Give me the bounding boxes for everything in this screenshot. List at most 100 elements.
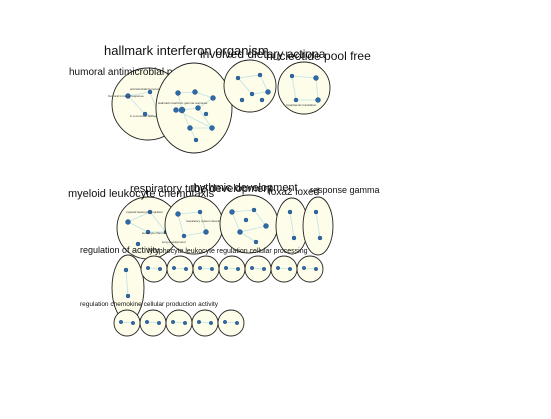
node-label: leukocyte chemotaxis — [142, 231, 171, 235]
network-node[interactable] — [234, 321, 239, 326]
network-node[interactable] — [229, 209, 235, 215]
network-node[interactable] — [249, 266, 254, 271]
network-node[interactable] — [125, 93, 131, 99]
row-label: lymphocyte leukocyte regulation cellular… — [148, 248, 308, 255]
network-node[interactable] — [263, 223, 269, 229]
network-node[interactable] — [259, 97, 265, 103]
network-node[interactable] — [197, 266, 202, 271]
network-node[interactable] — [182, 321, 187, 326]
cluster-label: hallmark interferon organism — [104, 43, 269, 58]
network-node[interactable] — [173, 107, 179, 113]
network-node[interactable] — [287, 209, 293, 215]
network-node[interactable] — [276, 266, 281, 271]
network-node[interactable] — [197, 209, 203, 215]
network-node[interactable] — [208, 321, 213, 326]
cluster-circle — [219, 194, 279, 254]
cluster-label: respiratory tube development — [130, 183, 272, 195]
cluster-foxa2: foxa2 loxed — [268, 187, 319, 255]
network-node[interactable] — [125, 293, 131, 299]
network-node[interactable] — [289, 73, 295, 79]
network-node[interactable] — [118, 320, 123, 325]
network-node[interactable] — [243, 217, 249, 223]
network-node[interactable] — [235, 75, 241, 81]
network-node[interactable] — [156, 321, 161, 326]
cluster-circle — [244, 255, 272, 283]
network-node[interactable] — [175, 90, 181, 96]
network-node[interactable] — [157, 267, 162, 272]
node-label: humoral immune response — [108, 94, 144, 98]
cluster-circle — [217, 309, 245, 337]
network-node[interactable] — [145, 229, 151, 235]
cluster-nucleotide: nucleotide pool free cytoplasmic transla… — [266, 49, 371, 115]
cluster-label: humoral antimicrobial peptides — [69, 67, 205, 78]
row-label: regulation chemokine cellular production… — [80, 301, 219, 308]
small-cluster-row-1 — [140, 255, 324, 283]
network-node[interactable] — [144, 320, 149, 325]
network-node[interactable] — [288, 267, 293, 272]
network-node[interactable] — [123, 267, 129, 273]
cluster-label: myeloid leukocyte chemotaxis — [68, 188, 215, 200]
network-node[interactable] — [314, 267, 319, 272]
network-node[interactable] — [187, 125, 193, 131]
node-label: cytoplasmic translation — [286, 103, 317, 107]
network-node[interactable] — [193, 137, 199, 143]
cluster-hallmark: hallmark interferon organism Hallmark in… — [104, 43, 269, 154]
network-node[interactable] — [262, 267, 267, 272]
network-node[interactable] — [222, 320, 227, 325]
network-node[interactable] — [317, 235, 323, 241]
network-node[interactable] — [203, 111, 209, 117]
network-node[interactable] — [210, 95, 216, 101]
network-node[interactable] — [315, 97, 321, 103]
cluster-circle — [166, 255, 194, 283]
network-node[interactable] — [209, 267, 214, 272]
network-node[interactable] — [178, 106, 186, 114]
network-node[interactable] — [203, 229, 209, 235]
cluster-label: response gamma — [310, 185, 380, 195]
network-node[interactable] — [239, 97, 245, 103]
network-node[interactable] — [293, 97, 299, 103]
network-node[interactable] — [181, 233, 187, 239]
network-node[interactable] — [313, 209, 319, 215]
small-cluster-row-2 — [113, 309, 245, 337]
node-label: myeloid leukocyte migration — [126, 210, 163, 214]
network-node[interactable] — [192, 89, 198, 95]
network-node[interactable] — [251, 207, 257, 213]
cluster-myeloid: myeloid leukocyte chemotaxis myeloid leu… — [68, 188, 215, 260]
network-node[interactable] — [265, 89, 271, 95]
network-node[interactable] — [209, 125, 215, 131]
network-node[interactable] — [175, 211, 181, 217]
network-node[interactable] — [171, 266, 176, 271]
node-label: respiratory system development — [186, 219, 229, 223]
network-node[interactable] — [147, 89, 153, 95]
network-node[interactable] — [302, 266, 307, 271]
cluster-involved: involved dietary actiona — [200, 47, 326, 113]
network-node[interactable] — [253, 239, 259, 245]
network-node[interactable] — [125, 219, 131, 225]
node-label: Hallmark interferon gamma response — [158, 101, 208, 105]
network-node[interactable] — [249, 91, 255, 97]
cluster-circle — [140, 255, 168, 283]
network-node[interactable] — [142, 111, 148, 117]
cluster-circle — [223, 59, 277, 113]
network-node[interactable] — [313, 75, 319, 81]
cluster-label: regulation of activity — [80, 245, 160, 255]
network-node[interactable] — [291, 235, 297, 241]
network-node[interactable] — [145, 266, 150, 271]
network-node[interactable] — [257, 72, 263, 78]
network-node[interactable] — [195, 105, 201, 111]
cluster-response: response gamma — [302, 185, 380, 256]
network-node[interactable] — [170, 320, 175, 325]
network-node[interactable] — [235, 267, 240, 272]
network-node[interactable] — [147, 209, 153, 215]
network-node[interactable] — [135, 241, 141, 247]
cluster-rhythmic: rhythmic development — [190, 182, 298, 254]
network-node[interactable] — [130, 321, 135, 326]
network-node[interactable] — [183, 267, 188, 272]
cluster-label: foxa2 loxed — [268, 187, 319, 198]
cluster-circle — [113, 309, 141, 337]
cluster-circle — [270, 255, 298, 283]
network-node[interactable] — [223, 266, 228, 271]
network-node[interactable] — [237, 229, 243, 235]
network-node[interactable] — [196, 320, 201, 325]
cluster-circle — [139, 309, 167, 337]
